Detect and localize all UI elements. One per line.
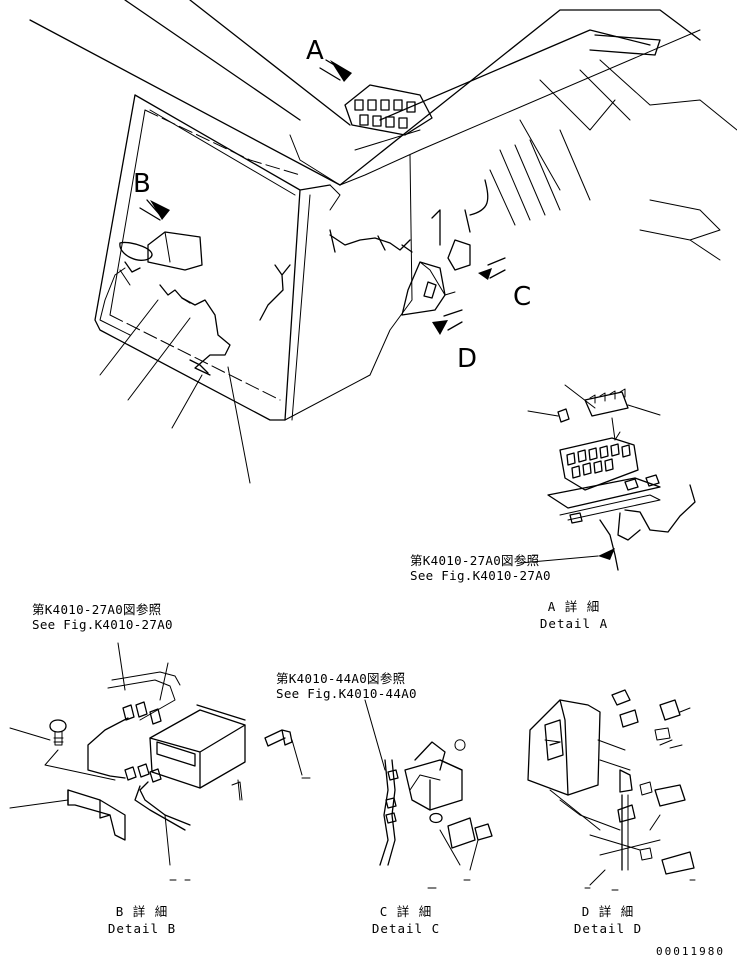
detail-b-reference: 第K4010-27A0図参照 See Fig.K4010-27A0 <box>32 602 173 632</box>
detail-a-caption: A 詳 細 Detail A <box>534 598 614 632</box>
caption-jp: B 詳 細 <box>115 904 169 919</box>
view-letter-b: B <box>133 169 151 199</box>
detail-b-drawing <box>9 642 311 881</box>
reference-en: See Fig.K4010-44A0 <box>276 686 417 701</box>
detail-c-drawing <box>364 699 493 889</box>
drawing-number: 00011980 <box>656 945 725 958</box>
reference-en: See Fig.K4010-27A0 <box>32 617 173 632</box>
reference-jp: 第K4010-44A0図参照 <box>276 671 406 686</box>
cab-overview <box>29 0 737 484</box>
detail-b-caption: B 詳 細 Detail B <box>102 903 182 937</box>
detail-c-reference: 第K4010-44A0図参照 See Fig.K4010-44A0 <box>276 671 417 701</box>
caption-en: Detail B <box>107 921 177 936</box>
reference-jp: 第K4010-27A0図参照 <box>410 553 540 568</box>
view-letter-a: A <box>306 36 324 66</box>
caption-en: Detail D <box>573 921 643 936</box>
caption-jp: D 詳 細 <box>581 904 635 919</box>
view-letter-c: C <box>513 282 532 312</box>
detail-d-drawing <box>527 689 696 891</box>
detail-a-drawing <box>519 384 696 571</box>
caption-en: Detail C <box>371 921 441 936</box>
caption-jp: C 詳 細 <box>379 904 433 919</box>
detail-a-reference: 第K4010-27A0図参照 See Fig.K4010-27A0 <box>410 553 551 583</box>
detail-c-caption: C 詳 細 Detail C <box>366 903 446 937</box>
reference-jp: 第K4010-27A0図参照 <box>32 602 162 617</box>
reference-en: See Fig.K4010-27A0 <box>410 568 551 583</box>
caption-jp: A 詳 細 <box>547 599 601 614</box>
caption-en: Detail A <box>539 616 609 631</box>
view-letter-d: D <box>457 344 478 374</box>
detail-d-caption: D 詳 細 Detail D <box>568 903 648 937</box>
